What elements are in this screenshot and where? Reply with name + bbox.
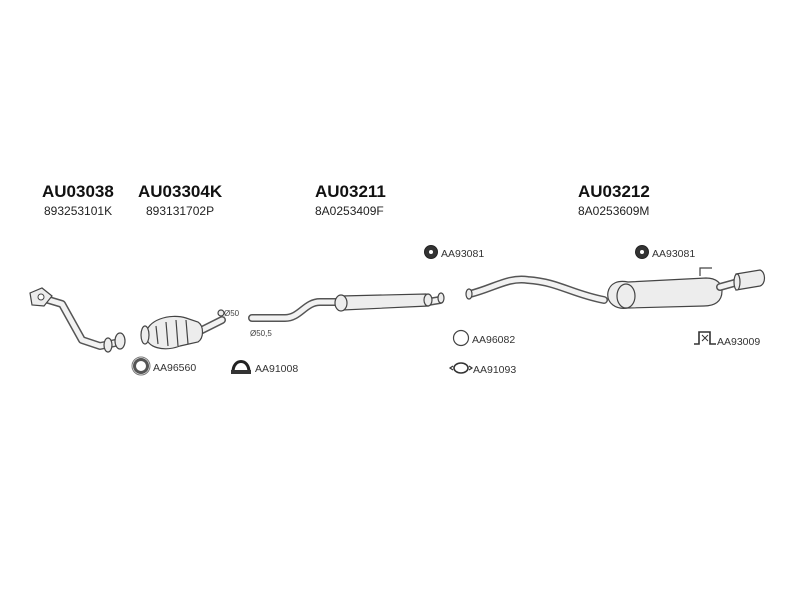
assembly-title-2: AU03304K: [138, 182, 223, 201]
accessory-label-mount-1: AA93081: [441, 248, 484, 260]
clamp-icon: [231, 360, 251, 374]
rubber-ring-icon: [452, 329, 470, 347]
ring-gasket-icon: [131, 356, 151, 376]
accessory-label-clamp-2: AA91093: [473, 364, 516, 376]
sensor-boss: [217, 309, 225, 317]
front-pipe-end-flange: [114, 332, 126, 350]
accessory-label-mount-2: AA93081: [652, 248, 695, 260]
pipe-clamp-icon: [448, 362, 474, 374]
diameter-label-50: Ø50: [224, 309, 240, 318]
accessory-label-ring-rubber: AA96082: [472, 334, 515, 346]
assembly-title-3: AU03211: [315, 182, 386, 201]
assembly-title-1: AU03038: [42, 182, 114, 201]
accessory-label-ring-gasket: AA96560: [153, 362, 196, 374]
assembly-title-4: AU03212: [578, 182, 650, 201]
accessory-label-clamp-1: AA91008: [255, 363, 298, 375]
assembly-part-number-2: 893131702P: [146, 204, 214, 218]
front-pipe-part: [29, 287, 126, 353]
middle-silencer-part: [248, 292, 445, 322]
catalytic-converter-part: [140, 309, 226, 350]
diameter-label-50-5: Ø50,5: [250, 329, 272, 338]
assembly-part-number-3: 8A0253409F: [315, 204, 384, 218]
bracket-icon: [694, 331, 716, 345]
assembly-part-number-1: 893253101K: [44, 204, 112, 218]
accessory-label-bracket: AA93009: [717, 336, 760, 348]
rubber-mount-icon: [635, 245, 649, 259]
rear-silencer-part: [465, 267, 766, 309]
assembly-part-number-4: 8A0253609M: [578, 204, 649, 218]
rubber-mount-icon: [424, 245, 438, 259]
